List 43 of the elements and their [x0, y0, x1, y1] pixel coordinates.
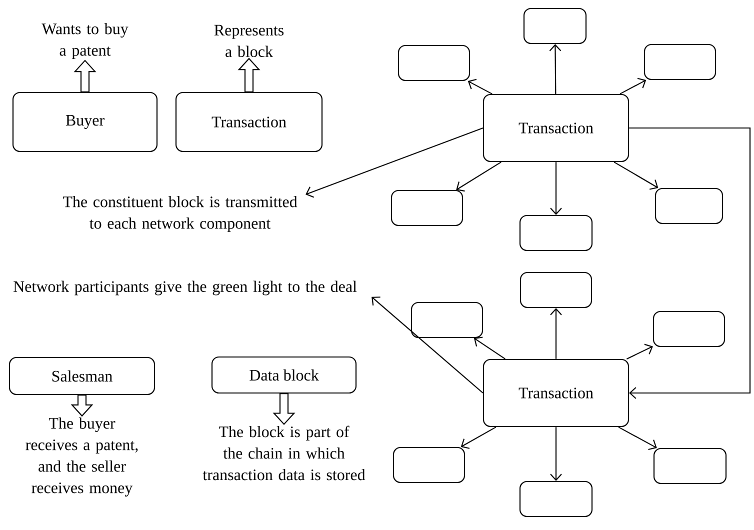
rounded-box [519, 480, 593, 518]
arrow [456, 162, 502, 192]
process-box: Salesman [8, 356, 156, 396]
rounded-box [654, 188, 724, 224]
arrow [468, 78, 492, 94]
arrow [372, 296, 484, 394]
rounded-box [398, 44, 470, 82]
note-text: Wants to buy a patent [42, 22, 128, 59]
process-box: Data block [211, 356, 357, 394]
arrow [626, 344, 653, 360]
process-box: Transaction [175, 92, 323, 152]
rounded-box [519, 214, 593, 252]
rounded-box [410, 302, 484, 338]
arrow [550, 427, 562, 481]
arrow [550, 308, 562, 359]
arrow [306, 127, 484, 198]
note-text: Network participants give the green light to the deal [14, 280, 357, 296]
process-box: Transaction [482, 94, 630, 162]
arrow [629, 127, 751, 399]
note-text: Represents a block [214, 24, 284, 58]
note-text: The constituent block is transmitted to each network component [62, 196, 298, 232]
rounded-box [390, 190, 464, 226]
rounded-box [644, 44, 716, 80]
block-arrow [74, 60, 96, 92]
rounded-box [392, 446, 466, 484]
rounded-box [653, 448, 727, 484]
arrow [620, 78, 646, 94]
rounded-box [652, 310, 726, 348]
block-arrow [272, 393, 296, 426]
arrow [549, 44, 562, 94]
block-arrow [238, 58, 260, 92]
note-text: The block is part of the chain in which transaction data is stored [202, 426, 366, 480]
arrow [550, 162, 562, 215]
process-box: Transaction [482, 358, 630, 428]
note-text: The buyer receives a patent, and the seller receives money [26, 417, 138, 497]
rounded-box [523, 8, 587, 44]
rounded-box [520, 272, 592, 308]
arrow [474, 336, 506, 360]
block-arrow [70, 394, 94, 417]
arrow [460, 426, 496, 449]
process-box: Buyer [12, 92, 158, 152]
arrow [618, 426, 657, 450]
arrow [614, 162, 658, 190]
